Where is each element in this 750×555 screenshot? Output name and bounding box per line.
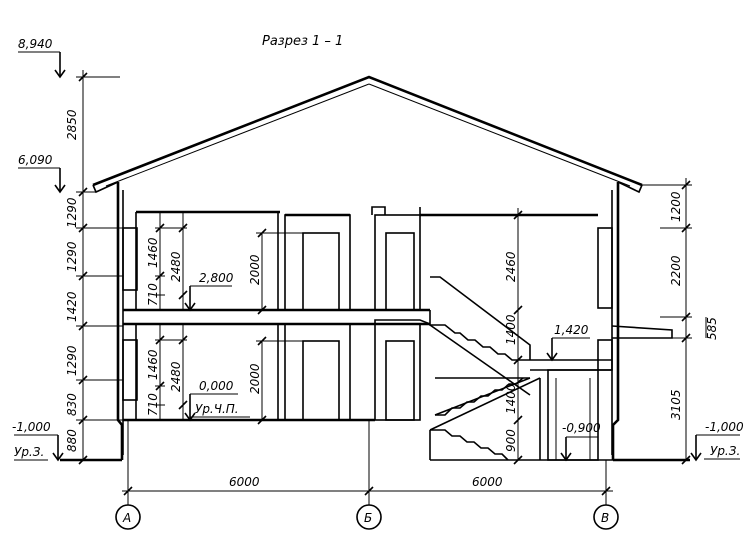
dim-door-upper: 2000 [248,254,262,285]
dim-lower-710: 710 [146,393,160,416]
dim-door-lower: 2000 [248,363,262,394]
dim-upper-2480: 2480 [169,251,183,282]
dim-stair-1400-b: 1400 [504,383,518,414]
dim-stair-1400-a: 1400 [504,314,518,345]
elevation-floor1: 0,000 Ур.Ч.П. [184,379,250,422]
dim-right-2200: 2200 [669,255,683,286]
elev-floor2-label: 2,800 [199,271,234,285]
elev-floor1-note: Ур.Ч.П. [195,402,239,416]
dim-left-830: 830 [65,393,79,416]
elev-ground-left-note: Ур.З. [14,445,44,459]
left-dimension-chain: 2850 1290 1290 1420 1290 830 880 [65,70,123,465]
dim-left-1290-a: 1290 [65,197,79,228]
axis-v: В [593,504,619,530]
dim-left-1290-c: 1290 [65,345,79,376]
span-2-label: 6000 [472,475,503,489]
elevation-ridge: 8,940 [18,37,66,79]
elev-ground-right-label: -1,000 [705,420,744,434]
elevation-floor2: 2,800 [184,271,234,312]
elev-ground-right-note: Ур.З. [710,444,740,458]
span-dims: 6000 6000 [122,420,613,505]
span-1-label: 6000 [229,475,260,489]
elev-ground-left-label: -1,000 [12,420,51,434]
dim-stair-900: 900 [504,429,518,452]
elev-ridge-label: 8,940 [18,37,53,51]
dim-lower-1460: 1460 [146,349,160,380]
dim-right-1200: 1200 [669,191,683,222]
dim-left-880: 880 [65,429,79,452]
dim-upper-1460: 1460 [146,237,160,268]
roof [92,75,643,194]
staircase [429,276,541,461]
dim-stair-2460: 2460 [504,251,518,282]
elev-eaves-label: 6,090 [18,153,53,167]
elev-basement-label: -0,900 [562,421,601,435]
elevation-landing: 1,420 [546,323,590,362]
dim-left-1290-b: 1290 [65,241,79,272]
stair-dims: 2460 1400 1400 900 [504,208,523,465]
window-dims-lower: 1460 710 2480 [146,324,188,420]
dim-upper-710: 710 [146,283,160,306]
elev-floor1-label: 0,000 [199,379,234,393]
axis-a: А [115,504,141,530]
axis-a-label: А [122,511,131,525]
elevation-ground-right: -1,000 Ур.З. [690,420,744,462]
axis-v-label: В [601,511,609,525]
dim-lower-2480: 2480 [169,361,183,392]
elevation-eaves: 6,090 [18,153,66,194]
dim-right-585: 585 [705,317,719,340]
dim-left-2850: 2850 [65,109,79,140]
window-dims-upper: 1460 710 2480 [146,212,188,310]
axis-b-label: Б [364,511,372,525]
axis-b: Б [356,504,382,530]
inner-walls [135,206,599,461]
dim-left-1420: 1420 [65,291,79,322]
drawing-title: Разрез 1 – 1 [262,34,343,49]
elev-landing-label: 1,420 [554,323,589,337]
dim-right-3105: 3105 [669,389,683,420]
door-dims: 2000 2000 [248,228,303,425]
elevation-basement: -0,900 [560,421,601,462]
right-dimension-chain: 1200 2200 585 3105 [640,178,719,465]
elevation-ground-left: -1,000 Ур.З. [12,420,64,462]
